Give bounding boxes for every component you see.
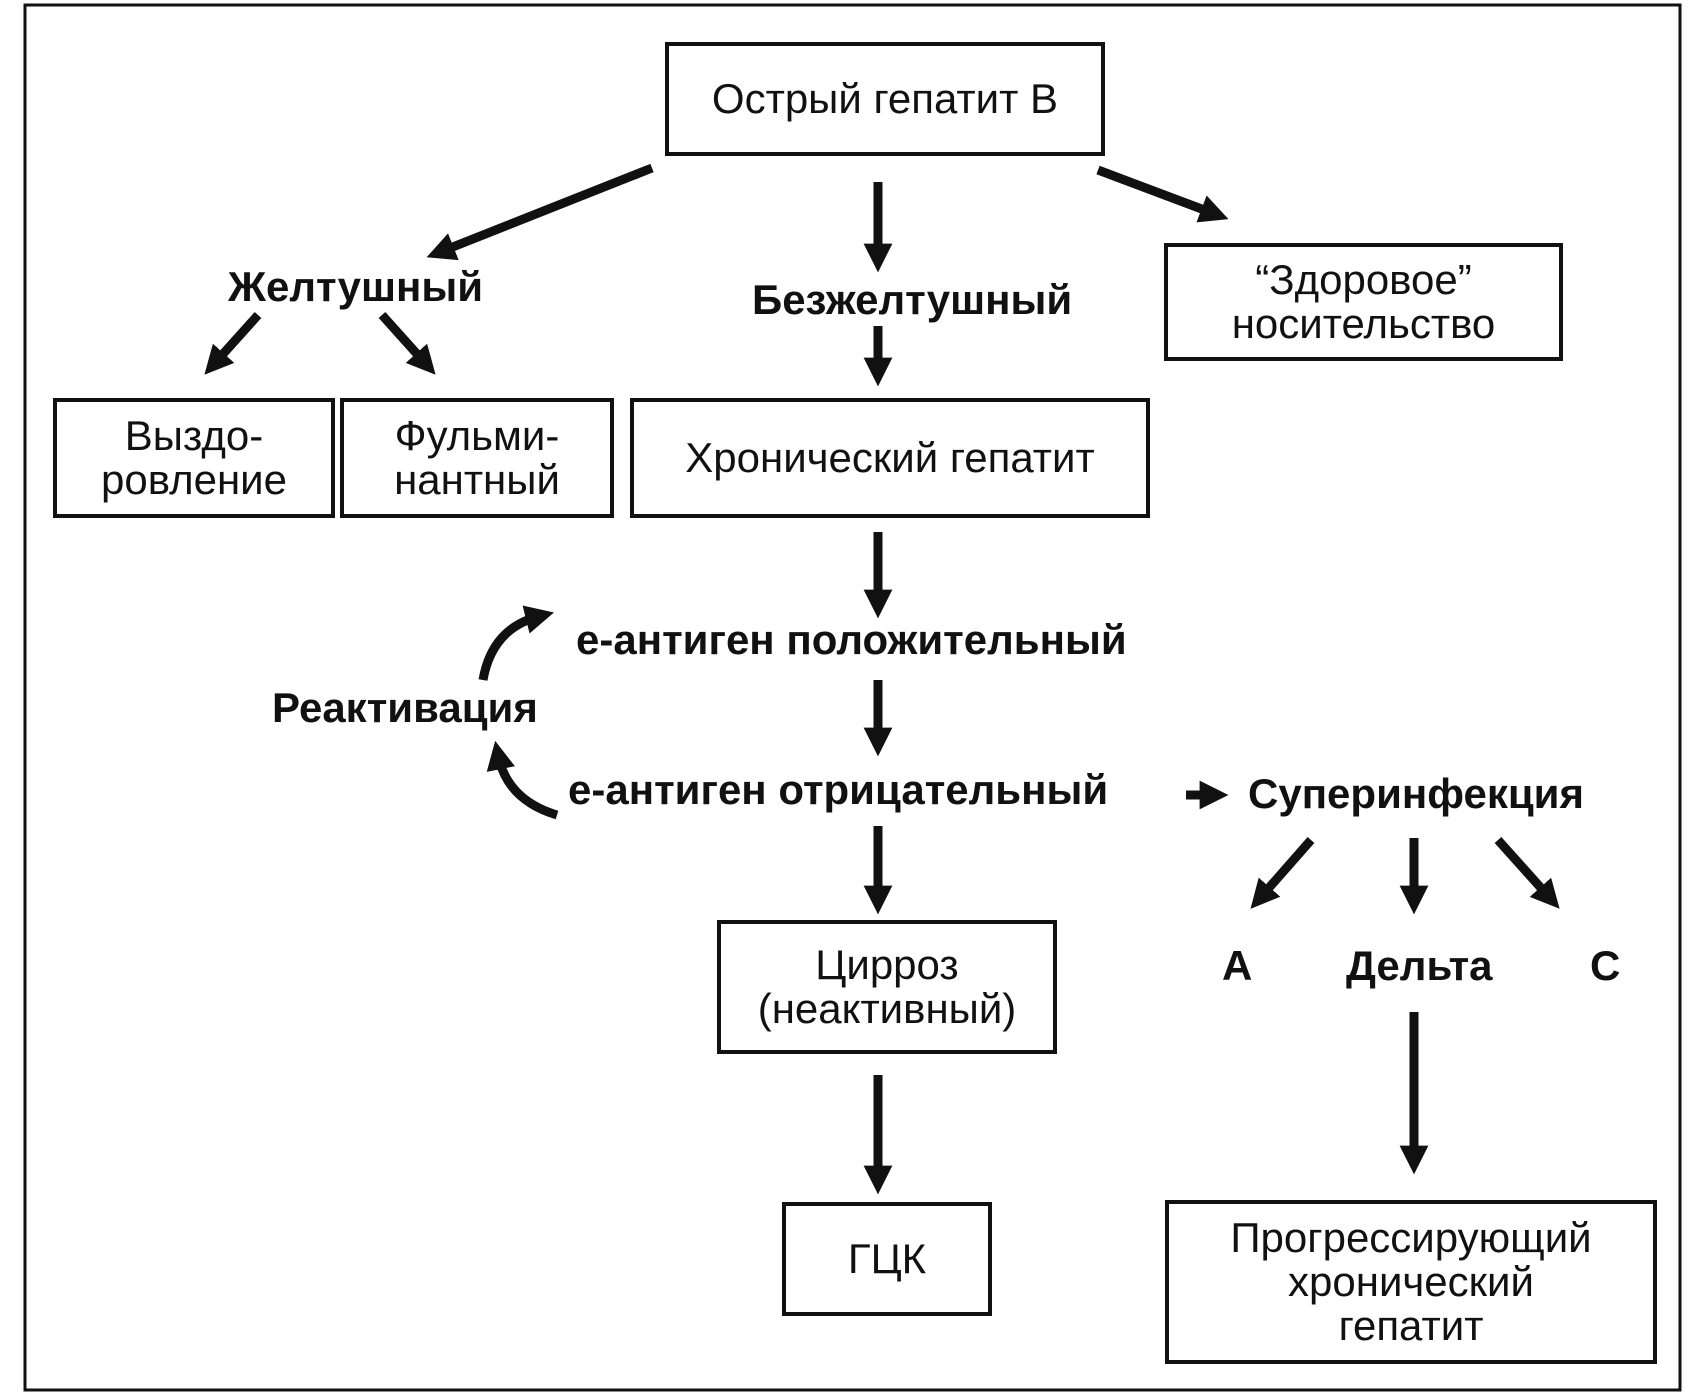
outer-frame [23,3,1682,1392]
acute-hepatitis-b-label: Острый гепатит В [711,75,1059,122]
icteric-label: Желтушный [228,263,484,310]
box-chronic-hepatitis: Хронический гепатит [630,398,1150,518]
recovery-line-2: ровление [101,456,287,503]
cirrhosis-line-2: (неактивный) [757,985,1017,1032]
e-antigen-positive-label: е-антиген положительный [576,616,1127,663]
box-progressive-chronic-hepatitis: Прогрессирующий хронический гепатит [1165,1200,1657,1364]
arrow-acute-to-icteric [426,163,654,261]
fulminant-line-2: нантный [394,456,560,503]
chronic-hepatitis-label: Хронический гепатит [685,434,1095,481]
box-healthy-carrier: “Здоровое” носительство [1164,243,1563,361]
progressive-line-3: гепатит [1338,1302,1484,1349]
box-acute-hepatitis-b: Острый гепатит В [665,42,1105,156]
fulminant-line-1: Фульми- [394,412,560,459]
superinfection-label: Суперинфекция [1248,770,1584,817]
e-antigen-negative-label: е-антиген отрицательный [568,766,1109,813]
anicteric-label: Безжелтушный [752,276,1073,323]
superinfection-a-label: А [1222,942,1253,989]
box-hcc: ГЦК [782,1202,992,1316]
superinfection-delta-label: Дельта [1346,942,1493,989]
progressive-line-2: хронический [1288,1258,1534,1305]
box-fulminant: Фульми- нантный [340,398,614,518]
arrow-reactivation-back [486,740,559,820]
arrow-icteric-to-fulminant [378,311,436,375]
hcc-label: ГЦК [847,1235,927,1282]
progressive-line-1: Прогрессирующий [1230,1214,1592,1261]
arrow-superinfection-to-a [1250,837,1315,909]
arrow-reactivation-up [478,605,554,681]
recovery-line-1: Выздо- [124,412,264,459]
arrow-icteric-to-recovery [204,311,262,375]
arrow-acute-to-carrier [1096,165,1229,223]
cirrhosis-line-1: Цирроз [815,941,959,988]
arrow-superinfection-to-c [1494,836,1560,909]
box-recovery: Выздо- ровление [53,398,335,518]
box-cirrhosis: Цирроз (неактивный) [717,920,1057,1054]
healthy-carrier-line-2: носительство [1231,300,1496,347]
superinfection-c-label: С [1590,942,1621,989]
healthy-carrier-line-1: “Здоровое” [1255,256,1472,303]
reactivation-label: Реактивация [272,684,538,731]
